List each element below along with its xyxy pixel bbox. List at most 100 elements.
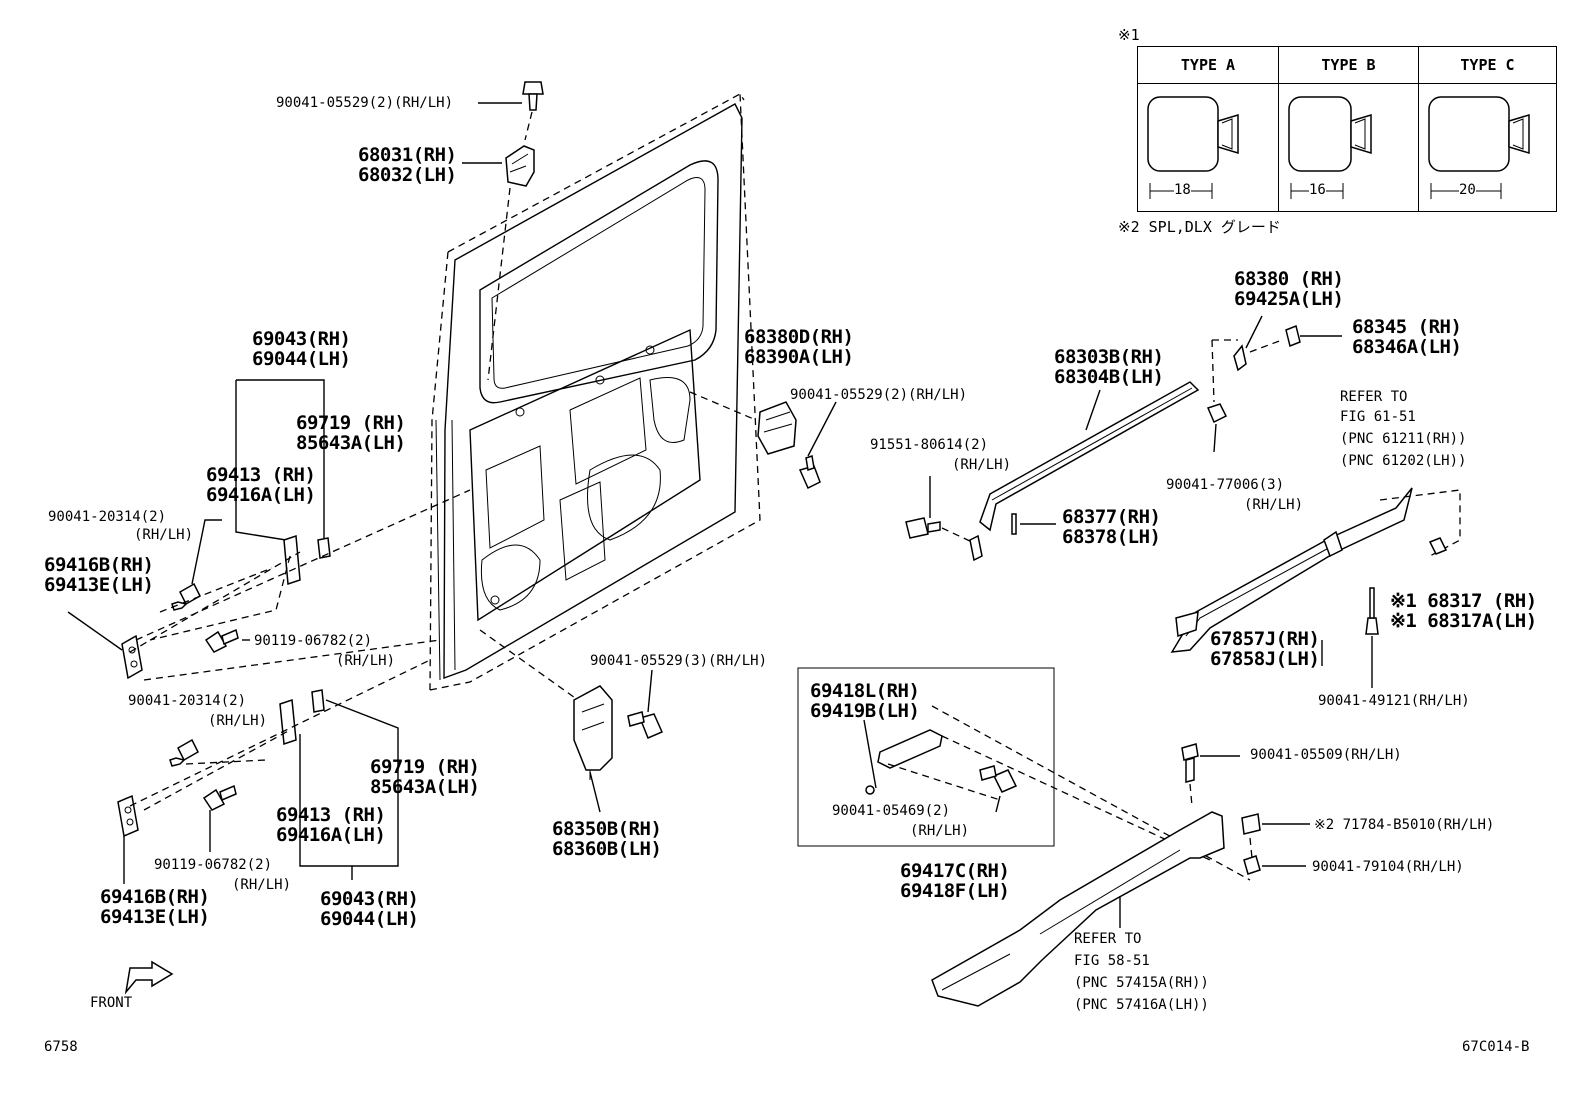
bolt-05529-mid-icon — [798, 455, 821, 490]
label-69416b-upper: 69416B(RH) — [44, 554, 154, 576]
label-90041-20314-lower-sub: (RH/LH) — [208, 713, 268, 729]
label-90041-05529-mid: 90041-05529(2)(RH/LH) — [790, 387, 968, 403]
front-arrow-icon — [124, 960, 174, 995]
label-refer-58-51-c: (PNC 57415A(RH)) — [1074, 975, 1209, 991]
label-69719-upper: 69719 (RH) — [296, 412, 406, 434]
label-69419b: 69419B(LH) — [810, 700, 920, 722]
label-68377: 68377(RH) — [1062, 506, 1161, 528]
label-90041-20314-upper-sub: (RH/LH) — [134, 527, 194, 543]
label-refer-61-51-b: FIG 61-51 — [1340, 409, 1416, 425]
label-68350b: 68350B(RH) — [552, 818, 662, 840]
type-c-column: TYPE C 20 — [1419, 47, 1556, 211]
type-b-icon — [1288, 96, 1372, 199]
sliding-door-panel — [429, 93, 761, 691]
cap-68345-icon — [1285, 324, 1301, 348]
top-bolt-icon — [522, 81, 544, 111]
label-69418f: 69418F(LH) — [900, 880, 1010, 902]
label-90041-05469: 90041-05469(2) — [832, 803, 951, 819]
label-67857j: 67857J(RH) — [1210, 628, 1320, 650]
bolt-80614-icon — [905, 517, 941, 539]
label-90041-05529-3: 90041-05529(3)(RH/LH) — [590, 653, 768, 669]
type-c-icon — [1428, 96, 1530, 199]
label-69416a-lower: 69416A(LH) — [276, 824, 386, 846]
label-68031: 68031(RH) — [358, 144, 457, 166]
bolt-05469-icon — [865, 765, 1018, 795]
label-85643a-upper: 85643A(LH) — [296, 432, 406, 454]
type-c-header: TYPE C — [1419, 47, 1556, 84]
cushion-68317-icon — [1428, 537, 1448, 555]
label-refer-58-51-a: REFER TO — [1074, 931, 1142, 947]
nut-77006-icon — [1206, 403, 1228, 424]
label-68303b: 68303B(RH) — [1054, 346, 1164, 368]
label-90041-77006: 90041-77006(3) — [1166, 477, 1285, 493]
center-rail-67857j-icon — [1170, 487, 1413, 653]
roller-68380-icon — [1233, 344, 1247, 372]
page-number: 6758 — [44, 1039, 78, 1055]
label-68346a: 68346A(LH) — [1352, 336, 1462, 358]
type-a-icon — [1147, 96, 1239, 199]
label-68317a: ※1 68317A(LH) — [1390, 610, 1537, 632]
bolt-05529-3-icon — [627, 711, 663, 739]
type-a-dimension: 18 — [1174, 182, 1191, 198]
label-68360b: 68360B(LH) — [552, 838, 662, 860]
label-69425a: 69425A(LH) — [1234, 288, 1344, 310]
type-a-column: TYPE A 18 — [1138, 47, 1279, 211]
inset-box — [797, 667, 1055, 847]
label-refer-61-51-d: (PNC 61202(LH)) — [1340, 453, 1467, 469]
label-90041-05469-sub: (RH/LH) — [910, 823, 970, 839]
label-refer-61-51-a: REFER TO — [1340, 389, 1408, 405]
label-refer-61-51-c: (PNC 61211(RH)) — [1340, 431, 1467, 447]
label-90041-49121: 90041-49121(RH/LH) — [1318, 693, 1470, 709]
type-b-dimension: 16 — [1309, 182, 1326, 198]
label-91551-80614-sub: (RH/LH) — [952, 457, 1012, 473]
lower-hinge-68350b-icon — [573, 685, 613, 780]
label-69417c: 69417C(RH) — [900, 860, 1010, 882]
label-69043-upper: 69043(RH) — [252, 328, 351, 350]
nut-79104-icon — [1243, 855, 1261, 875]
label-90041-20314-upper: 90041-20314(2) — [48, 509, 167, 525]
label-90041-77006-sub: (RH/LH) — [1244, 497, 1304, 513]
label-68317: ※1 68317 (RH) — [1390, 590, 1537, 612]
striker-68380d-icon — [757, 401, 797, 455]
label-90041-05529-top: 90041-05529(2)(RH/LH) — [276, 95, 454, 111]
grade-note: ※2 SPL,DLX グレード — [1118, 218, 1281, 236]
label-68378: 68378(LH) — [1062, 526, 1161, 548]
hinge-plate-69416b-lower-icon — [117, 794, 139, 838]
clip-49121-icon — [1365, 587, 1379, 635]
type-b-column: TYPE B 16 — [1279, 47, 1419, 211]
bolt-06782-lower-icon — [202, 784, 237, 811]
label-90041-20314-lower: 90041-20314(2) — [128, 693, 247, 709]
label-69418l: 69418L(RH) — [810, 680, 920, 702]
label-68380: 68380 (RH) — [1234, 268, 1344, 290]
label-68304b: 68304B(LH) — [1054, 366, 1164, 388]
label-68032: 68032(LH) — [358, 164, 457, 186]
hinge-lower-icon — [279, 689, 325, 746]
label-69413-lower: 69413 (RH) — [276, 804, 386, 826]
label-69044-upper: 69044(LH) — [252, 348, 351, 370]
figure-code: 67C014-B — [1462, 1039, 1530, 1055]
type-table: TYPE A 18 TYPE B 16 TYPE C 20 — [1137, 46, 1557, 212]
label-refer-58-51-b: FIG 58-51 — [1074, 953, 1150, 969]
note-marker-1: ※1 — [1118, 26, 1140, 44]
label-71784: ※2 71784-B5010(RH/LH) — [1314, 817, 1495, 833]
type-a-header: TYPE A — [1138, 47, 1278, 84]
label-refer-58-51-d: (PNC 57416A(LH)) — [1074, 997, 1209, 1013]
bolt-06782-upper-icon — [204, 628, 239, 653]
label-90041-79104: 90041-79104(RH/LH) — [1312, 859, 1464, 875]
hinge-upper-icon — [283, 534, 331, 586]
label-69719-lower: 69719 (RH) — [370, 756, 480, 778]
label-69413e-upper: 69413E(LH) — [44, 574, 154, 596]
label-69044-lower: 69044(LH) — [320, 908, 419, 930]
stopper-71784-icon — [1241, 813, 1261, 835]
label-90119-06782-upper-sub: (RH/LH) — [336, 653, 396, 669]
label-69413-upper: 69413 (RH) — [206, 464, 316, 486]
label-69043-lower: 69043(RH) — [320, 888, 419, 910]
label-69416b-lower: 69416B(RH) — [100, 886, 210, 908]
type-b-header: TYPE B — [1279, 47, 1418, 84]
hinge-plate-69416b-upper-icon — [121, 634, 143, 680]
label-90119-06782-lower: 90119-06782(2) — [154, 857, 273, 873]
label-front: FRONT — [90, 995, 133, 1011]
label-68345: 68345 (RH) — [1352, 316, 1462, 338]
